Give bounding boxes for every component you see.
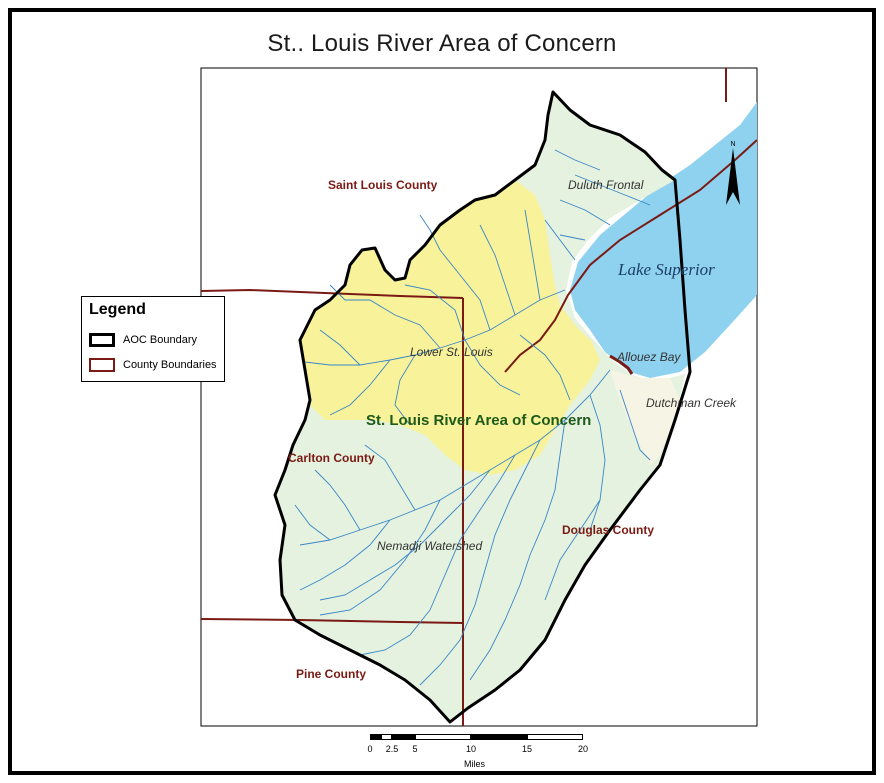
scale-tick-label: 10 — [465, 744, 477, 754]
label-lake-superior: Lake Superior — [617, 260, 715, 279]
legend-item-county-boundaries: County Boundaries — [89, 358, 217, 372]
scale-segment — [527, 734, 583, 740]
label-pine-county: Pine County — [296, 667, 366, 681]
scale-segment — [471, 734, 527, 740]
scale-tick-label: 15 — [521, 744, 533, 754]
scale-tick-label: 2.5 — [385, 744, 399, 754]
legend-county-boundaries-label: County Boundaries — [123, 359, 217, 371]
label-carlton-county: Carlton County — [288, 451, 375, 465]
lake-superior — [570, 102, 757, 378]
legend: Legend AOC Boundary County Boundaries — [81, 296, 225, 382]
county-boundary-swatch — [89, 358, 115, 372]
scale-bar: 0 2.5 5 10 15 20 Miles — [362, 734, 592, 774]
label-area-of-concern: St. Louis River Area of Concern — [366, 412, 591, 429]
scale-segment — [392, 734, 415, 740]
label-douglas-county: Douglas County — [562, 523, 654, 537]
legend-item-aoc-boundary: AOC Boundary — [89, 333, 197, 347]
map-title: St.. Louis River Area of Concern — [267, 30, 617, 57]
scale-tick-label: 0 — [367, 744, 373, 754]
scale-tick-label: 20 — [577, 744, 589, 754]
dutchman-creek-watershed — [610, 370, 680, 465]
river-network — [294, 149, 651, 686]
label-lower-st-louis: Lower St. Louis — [410, 345, 493, 359]
county-boundaries — [200, 68, 758, 726]
legend-title: Legend — [89, 301, 146, 318]
lower-st-louis-watershed — [300, 180, 600, 475]
legend-aoc-boundary-label: AOC Boundary — [123, 334, 197, 346]
aoc-boundary — [273, 90, 692, 724]
scale-segment — [381, 734, 392, 740]
scale-segment — [415, 734, 471, 740]
scale-segment — [370, 734, 381, 740]
north-arrow-icon: N — [726, 141, 740, 205]
aoc-boundary-swatch — [89, 333, 115, 347]
label-dutchman-creek: Dutchman Creek — [646, 396, 737, 410]
label-saint-louis-county: Saint Louis County — [328, 178, 438, 192]
scale-unit-label: Miles — [464, 759, 486, 769]
north-label: N — [730, 141, 735, 148]
st-louis-estuary — [609, 354, 634, 375]
scale-tick-label: 5 — [412, 744, 418, 754]
label-duluth-frontal: Duluth Frontal — [568, 178, 644, 192]
label-nemadji-watershed: Nemadji Watershed — [377, 539, 482, 553]
label-allouez-bay: Allouez Bay — [616, 350, 681, 364]
